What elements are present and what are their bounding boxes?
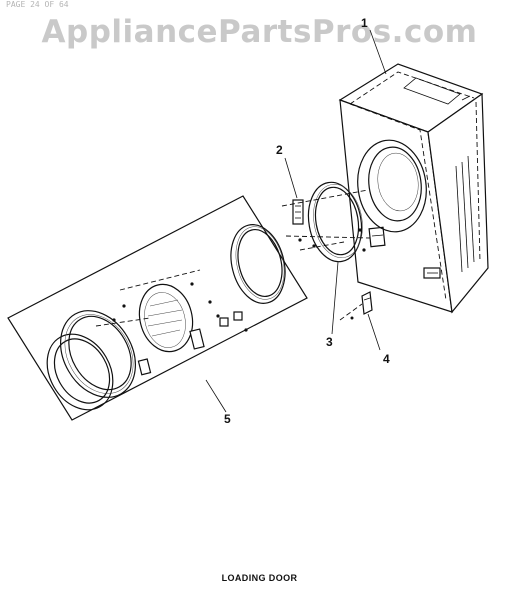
header-note: PAGE 24 OF 64 bbox=[6, 0, 69, 9]
callout-2: 2 bbox=[276, 143, 283, 157]
door-hardware bbox=[112, 282, 248, 376]
door-strike bbox=[350, 291, 373, 320]
diagram-caption: LOADING DOOR bbox=[221, 573, 298, 583]
callout-1: 1 bbox=[361, 16, 368, 30]
callout-4: 4 bbox=[383, 352, 390, 366]
washer-cabinet bbox=[338, 63, 489, 314]
watermark-logo: AppliancePartsPros.com bbox=[41, 14, 478, 50]
door-hinge bbox=[292, 199, 316, 248]
door-outer-rings bbox=[46, 310, 136, 411]
door-inner-panel bbox=[138, 283, 205, 353]
callout-3: 3 bbox=[326, 335, 333, 349]
door-assembly-box bbox=[7, 195, 308, 421]
door-gasket-ring bbox=[307, 181, 363, 263]
callout-5: 5 bbox=[224, 412, 231, 426]
door-glass-ring bbox=[230, 224, 286, 304]
callout-leaders bbox=[205, 29, 387, 413]
assembly-guide-lines bbox=[95, 189, 371, 327]
